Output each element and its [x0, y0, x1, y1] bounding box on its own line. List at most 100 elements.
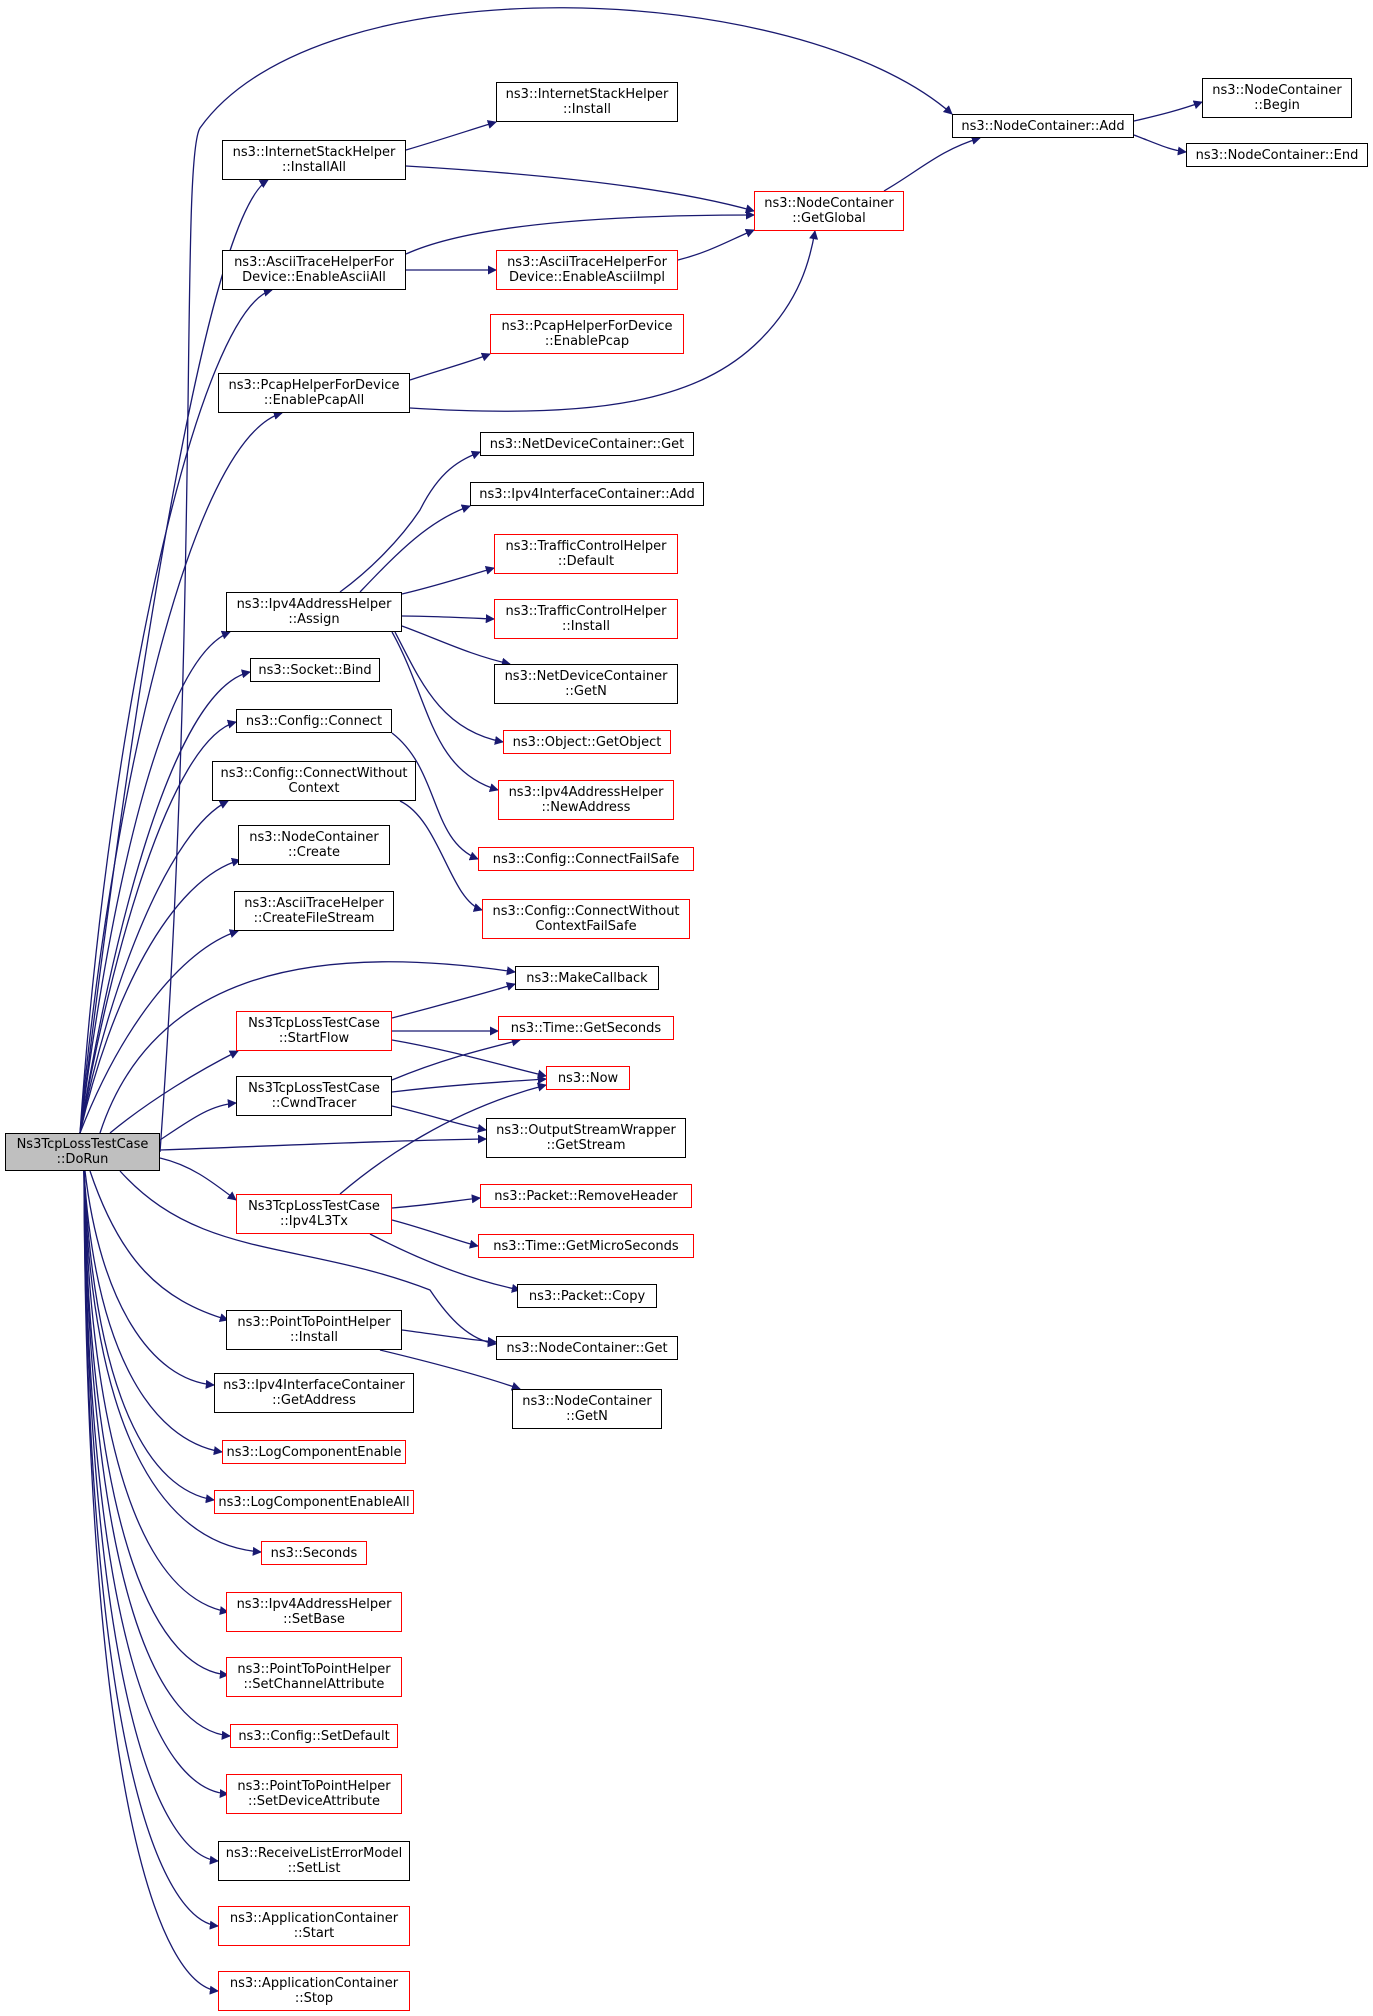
node-ns3tcplosstestcase-startflow[interactable]: Ns3TcpLossTestCase ::StartFlow [236, 1011, 392, 1051]
edge-installall-to-install [405, 120, 497, 151]
node-ns3tcplosstestcase-ipv4l3tx[interactable]: Ns3TcpLossTestCase ::Ipv4L3Tx [236, 1194, 392, 1234]
edge-connectwithout-to-failsafe [399, 800, 483, 912]
node-label-line2: ::Stop [294, 1991, 334, 2006]
edge-dorun-to-setlist [83, 1170, 219, 1865]
edge-dorun-to-logcomponentenableall [83, 1170, 215, 1504]
node-label-line1: ns3::Ipv4InterfaceContainer::Add [479, 486, 695, 502]
node-label-line1: ns3::Time::GetMicroSeconds [493, 1238, 679, 1254]
node-label-line2: ::DoRun [56, 1152, 109, 1167]
edge-dorun-to-getaddress [84, 1170, 215, 1389]
node-pointtopointhelper-setdeviceattribute[interactable]: ns3::PointToPointHelper ::SetDeviceAttri… [226, 1774, 402, 1814]
edge-assign-to-tchdefault [401, 565, 495, 595]
node-internetstackhelper-installall[interactable]: ns3::InternetStackHelper ::InstallAll [222, 140, 406, 180]
edge-dorun-to-createfilestream [79, 929, 239, 1134]
node-nodecontainer-end[interactable]: ns3::NodeContainer::End [1186, 143, 1368, 167]
edge-dorun-to-makecallback [99, 961, 516, 1134]
node-ipv4addresshelper-newaddress[interactable]: ns3::Ipv4AddressHelper ::NewAddress [498, 780, 674, 820]
node-label-line1: ns3::InternetStackHelper [232, 145, 396, 160]
node-label-line2: ::SetChannelAttribute [243, 1677, 385, 1692]
node-label-line1: ns3::PcapHelperForDevice [228, 378, 400, 393]
node-label-line1: ns3::PointToPointHelper [237, 1662, 391, 1677]
node-seconds[interactable]: ns3::Seconds [261, 1541, 367, 1565]
edge-cwndtracer-to-now [391, 1074, 547, 1093]
node-time-getmicroseconds[interactable]: ns3::Time::GetMicroSeconds [478, 1234, 694, 1258]
node-netdevicecontainer-getn[interactable]: ns3::NetDeviceContainer ::GetN [494, 664, 678, 704]
node-packet-copy[interactable]: ns3::Packet::Copy [517, 1284, 657, 1308]
node-label-line2: ContextFailSafe [535, 919, 637, 934]
node-label-line2: ::NewAddress [541, 800, 631, 815]
node-socket-bind[interactable]: ns3::Socket::Bind [250, 658, 380, 682]
node-asciitracehelperfordevice-enableasciiimpl[interactable]: ns3::AsciiTraceHelperFor Device::EnableA… [496, 250, 678, 290]
edge-assign-to-ndcgetn [401, 625, 511, 667]
node-label-line2: ::SetDeviceAttribute [248, 1794, 380, 1809]
node-logcomponentenableall[interactable]: ns3::LogComponentEnableAll [214, 1490, 414, 1514]
node-label-line1: ns3::Packet::Copy [528, 1288, 646, 1304]
node-now[interactable]: ns3::Now [546, 1066, 630, 1090]
node-logcomponentenable[interactable]: ns3::LogComponentEnable [222, 1440, 406, 1464]
node-ipv4interfacecontainer-getaddress[interactable]: ns3::Ipv4InterfaceContainer ::GetAddress [214, 1373, 414, 1413]
node-asciitracehelperfordevice-enableasciiall[interactable]: ns3::AsciiTraceHelperFor Device::EnableA… [222, 250, 406, 290]
node-ns3tcplosstestcase-cwndtracer[interactable]: Ns3TcpLossTestCase ::CwndTracer [236, 1076, 392, 1116]
node-pointtopointhelper-install[interactable]: ns3::PointToPointHelper ::Install [226, 1310, 402, 1350]
node-label-line2: ::GetN [565, 684, 607, 699]
node-receivelisterrormodel-setlist[interactable]: ns3::ReceiveListErrorModel ::SetList [218, 1841, 410, 1881]
node-applicationcontainer-start[interactable]: ns3::ApplicationContainer ::Start [218, 1906, 410, 1946]
node-ipv4interfacecontainer-add[interactable]: ns3::Ipv4InterfaceContainer::Add [470, 482, 704, 506]
node-label-line2: ::Install [562, 619, 610, 634]
node-asciitracehelper-createfilestream[interactable]: ns3::AsciiTraceHelper ::CreateFileStream [234, 891, 394, 931]
edge-dorun-to-p2p-install [89, 1170, 229, 1323]
node-nodecontainer-create[interactable]: ns3::NodeContainer ::Create [238, 825, 390, 865]
node-label-line2: Device::EnableAsciiImpl [509, 270, 665, 285]
node-nodecontainer-add[interactable]: ns3::NodeContainer::Add [952, 114, 1134, 138]
node-ns3tcplosstestcase-dorun[interactable]: Ns3TcpLossTestCase ::DoRun [5, 1133, 160, 1171]
node-pcaphelperfordevice-enablepcapall[interactable]: ns3::PcapHelperForDevice ::EnablePcapAll [218, 373, 410, 413]
node-object-getobject[interactable]: ns3::Object::GetObject [503, 730, 671, 754]
edge-assign-to-ndcget [339, 450, 481, 593]
node-ipv4addresshelper-assign[interactable]: ns3::Ipv4AddressHelper ::Assign [226, 592, 402, 632]
node-nodecontainer-getglobal[interactable]: ns3::NodeContainer ::GetGlobal [754, 191, 904, 231]
node-config-connectwithoutcontextfailsafe[interactable]: ns3::Config::ConnectWithout ContextFailS… [482, 899, 690, 939]
node-time-getseconds[interactable]: ns3::Time::GetSeconds [498, 1016, 674, 1040]
edge-dorun-to-ipv4l3tx [159, 1157, 237, 1201]
node-label-line2: ::CwndTracer [271, 1096, 357, 1111]
node-label-line2: ::Default [557, 554, 615, 569]
edge-dorun-to-enableasciiall [79, 287, 273, 1134]
node-makecallback[interactable]: ns3::MakeCallback [515, 966, 659, 990]
node-config-connectfailsafe[interactable]: ns3::Config::ConnectFailSafe [478, 847, 694, 871]
edge-p2pinstall-to-ncgetn [379, 1349, 521, 1391]
node-label-line1: Ns3TcpLossTestCase [248, 1016, 380, 1031]
node-packet-removeheader[interactable]: ns3::Packet::RemoveHeader [480, 1184, 692, 1208]
node-ipv4addresshelper-setbase[interactable]: ns3::Ipv4AddressHelper ::SetBase [226, 1592, 402, 1632]
edge-cwndtracer-to-getseconds [391, 1037, 521, 1081]
node-nodecontainer-get[interactable]: ns3::NodeContainer::Get [496, 1336, 678, 1360]
node-trafficcontrolhelper-install[interactable]: ns3::TrafficControlHelper ::Install [494, 599, 678, 639]
node-label-line1: ns3::LogComponentEnableAll [218, 1494, 410, 1510]
node-label-line1: Ns3TcpLossTestCase [248, 1081, 380, 1096]
edge-ipv4l3tx-to-getmicroseconds [391, 1219, 479, 1249]
node-nodecontainer-begin[interactable]: ns3::NodeContainer ::Begin [1202, 78, 1352, 118]
edge-dorun-to-startflow [109, 1050, 239, 1134]
node-label-line1: ns3::ApplicationContainer [229, 1911, 399, 1926]
node-pointtopointhelper-setchannelattribute[interactable]: ns3::PointToPointHelper ::SetChannelAttr… [226, 1657, 402, 1697]
node-label-line1: ns3::Config::SetDefault [238, 1728, 390, 1744]
edge-enableasciiall-to-getglobal [405, 210, 755, 255]
node-label-line1: ns3::ReceiveListErrorModel [225, 1846, 403, 1861]
node-label-line2: Context [288, 781, 340, 796]
node-pcaphelperfordevice-enablepcap[interactable]: ns3::PcapHelperForDevice ::EnablePcap [490, 314, 684, 354]
node-label-line1: ns3::Now [557, 1070, 619, 1086]
node-nodecontainer-getn[interactable]: ns3::NodeContainer ::GetN [512, 1389, 662, 1429]
edge-dorun-to-create [79, 857, 241, 1134]
node-applicationcontainer-stop[interactable]: ns3::ApplicationContainer ::Stop [218, 1971, 410, 2011]
node-config-connectwithoutcontext[interactable]: ns3::Config::ConnectWithout Context [212, 761, 416, 801]
node-label-line1: ns3::OutputStreamWrapper [496, 1123, 676, 1138]
node-outputstreamwrapper-getstream[interactable]: ns3::OutputStreamWrapper ::GetStream [486, 1118, 686, 1158]
node-config-setdefault[interactable]: ns3::Config::SetDefault [230, 1724, 398, 1748]
node-trafficcontrolhelper-default[interactable]: ns3::TrafficControlHelper ::Default [494, 534, 678, 574]
node-label-line1: ns3::PointToPointHelper [237, 1315, 391, 1330]
node-internetstackhelper-install[interactable]: ns3::InternetStackHelper ::Install [496, 82, 678, 122]
node-label-line1: ns3::Ipv4InterfaceContainer [223, 1378, 405, 1393]
node-label-line1: ns3::Time::GetSeconds [510, 1020, 662, 1036]
node-label-line1: ns3::NodeContainer::Add [961, 118, 1125, 134]
node-netdevicecontainer-get[interactable]: ns3::NetDeviceContainer::Get [480, 432, 694, 456]
node-config-connect[interactable]: ns3::Config::Connect [236, 709, 392, 733]
